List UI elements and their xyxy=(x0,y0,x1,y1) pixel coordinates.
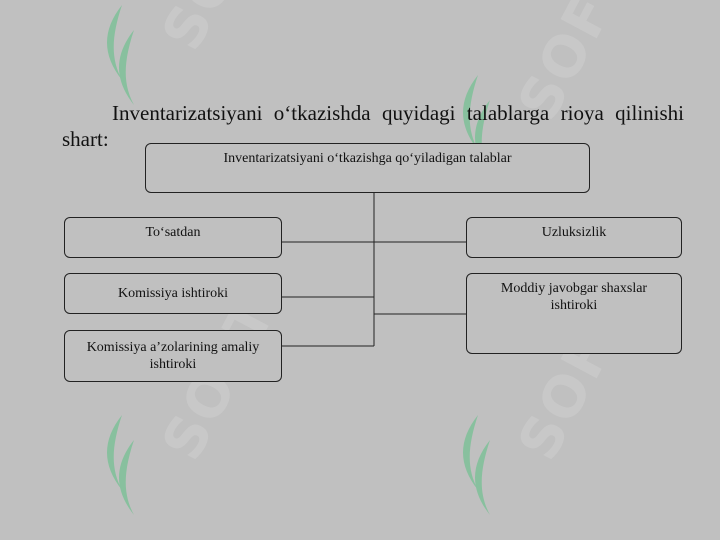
requirement-box: To‘satdan xyxy=(64,217,282,258)
requirement-box: Moddiy javobgar shaxslar ishtiroki xyxy=(466,273,682,354)
root-box: Inventarizatsiyani o‘tkazishga qo‘yiladi… xyxy=(145,143,590,193)
intro-paragraph: Inventarizatsiyani o‘tkazishda quyidagi … xyxy=(62,101,684,151)
requirement-box: Komissiya ishtiroki xyxy=(64,273,282,314)
requirement-box: Komissiya a’zolarining amaliy ishtiroki xyxy=(64,330,282,382)
requirement-box: Uzluksizlik xyxy=(466,217,682,258)
